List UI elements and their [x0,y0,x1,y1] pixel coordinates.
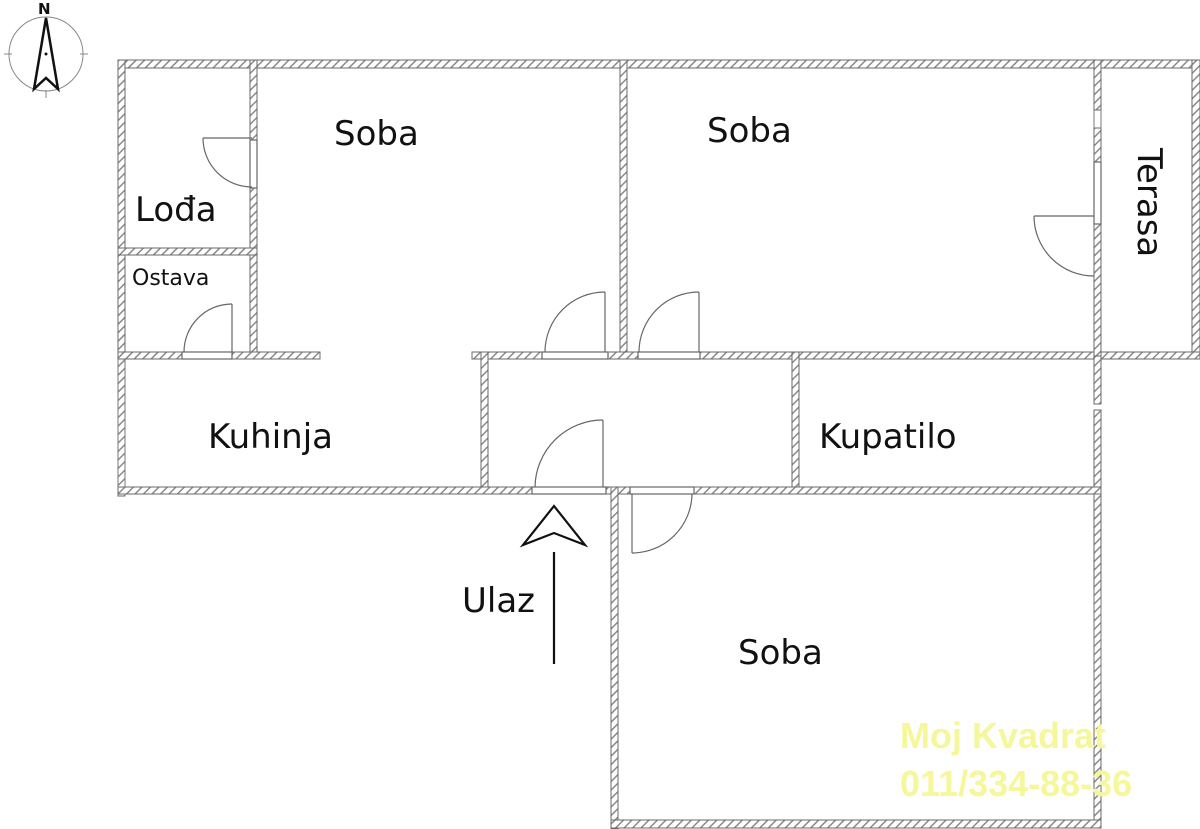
door-lodja [202,137,258,189]
room-label-ostava: Ostava [132,266,210,291]
room-label-soba-2: Soba [707,111,792,151]
room-label-kupatilo: Kupatilo [819,417,957,457]
room-label-soba-1: Soba [334,114,419,154]
doors [181,137,1102,554]
door-terasa [1033,161,1102,277]
door-ostava [181,303,233,360]
north-arrow-icon [4,16,88,98]
room-label-kuhinja: Kuhinja [208,417,333,457]
room-label-terasa: Terasa [1129,148,1169,258]
door-entrance [531,419,607,495]
watermark-company: Moj Kvadrat [900,715,1107,756]
door-soba-2 [637,291,701,360]
window-lines [117,110,1102,700]
entrance-arrow-icon [519,504,589,664]
watermark-phone: 011/334-88-36 [900,763,1133,804]
room-label-lodja: Lođa [135,190,217,230]
door-soba-1 [541,291,609,360]
compass-north-label: N [38,0,51,18]
entrance-label: Ulaz [462,581,536,621]
door-soba-3 [629,486,695,554]
room-label-soba-3: Soba [738,633,823,673]
